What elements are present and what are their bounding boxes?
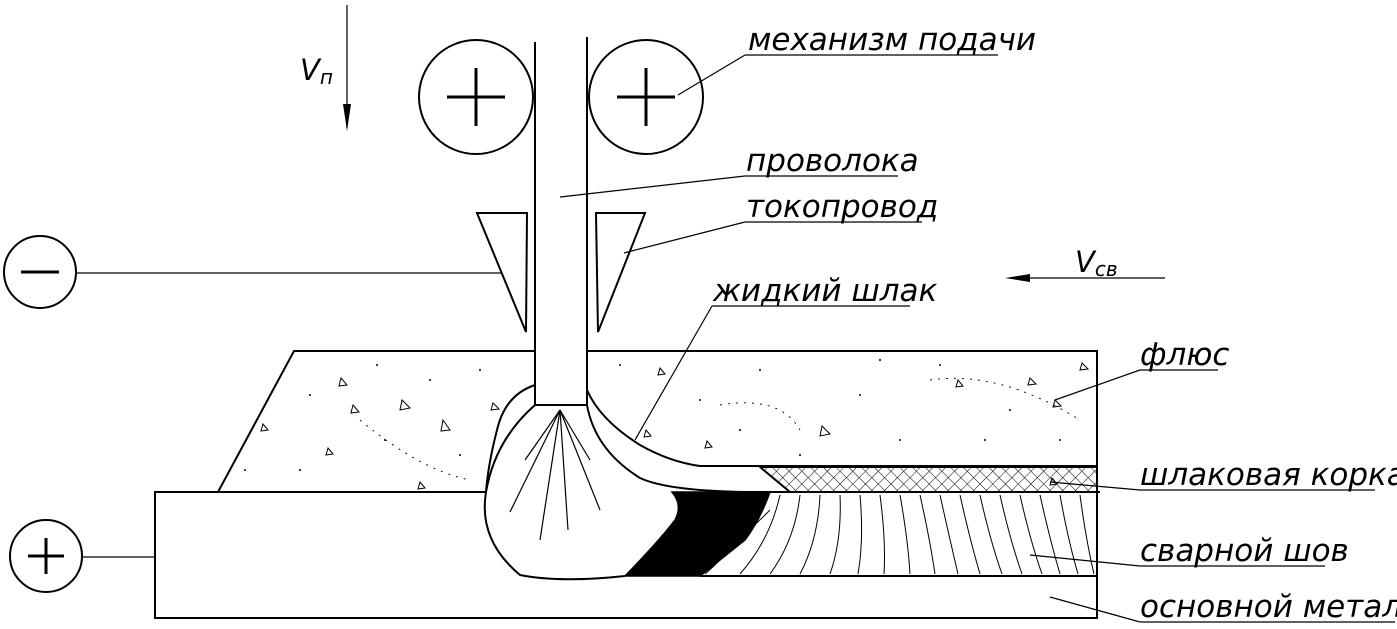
feed-speed-arrow: [343, 5, 351, 131]
flux-particles: [260, 362, 1090, 490]
slag-crust: [757, 466, 1100, 493]
feed-roller-left: [418, 39, 534, 155]
electrode-wire: [534, 37, 588, 405]
minus-circle-icon: [3, 235, 77, 309]
leader-lines: [559, 54, 1395, 623]
label-flux: флюс: [1140, 337, 1229, 373]
weld-pool: [483, 404, 626, 581]
negative-terminal: [3, 235, 502, 309]
label-base-metal: основной металл: [1140, 589, 1397, 625]
weld-seam: [700, 491, 1098, 577]
positive-terminal: [9, 519, 155, 593]
label-weld-seam: сварной шов: [1140, 533, 1349, 569]
weld-speed-symbol: Vсв: [1075, 245, 1118, 281]
base-metal: [154, 491, 1098, 619]
contact-tip-right: [594, 212, 647, 333]
plus-circle-icon: [9, 519, 83, 593]
label-wire: проволока: [746, 143, 919, 179]
weld-speed-arrow: [1005, 274, 1165, 282]
feed-roller-right: [588, 39, 704, 155]
label-current-lead: токопровод: [746, 189, 938, 225]
flux-dots: [244, 359, 1061, 471]
label-feed-mechanism: механизм подачи: [748, 22, 1036, 58]
label-slag-crust: шлаковая корка: [1140, 457, 1397, 493]
arc-rays: [509, 409, 601, 541]
weld-crystal-lines: [704, 494, 1095, 575]
label-liquid-slag: жидкий шлак: [712, 273, 938, 309]
feed-speed-symbol: Vп: [300, 53, 333, 89]
liquid-slag: [485, 384, 1097, 493]
